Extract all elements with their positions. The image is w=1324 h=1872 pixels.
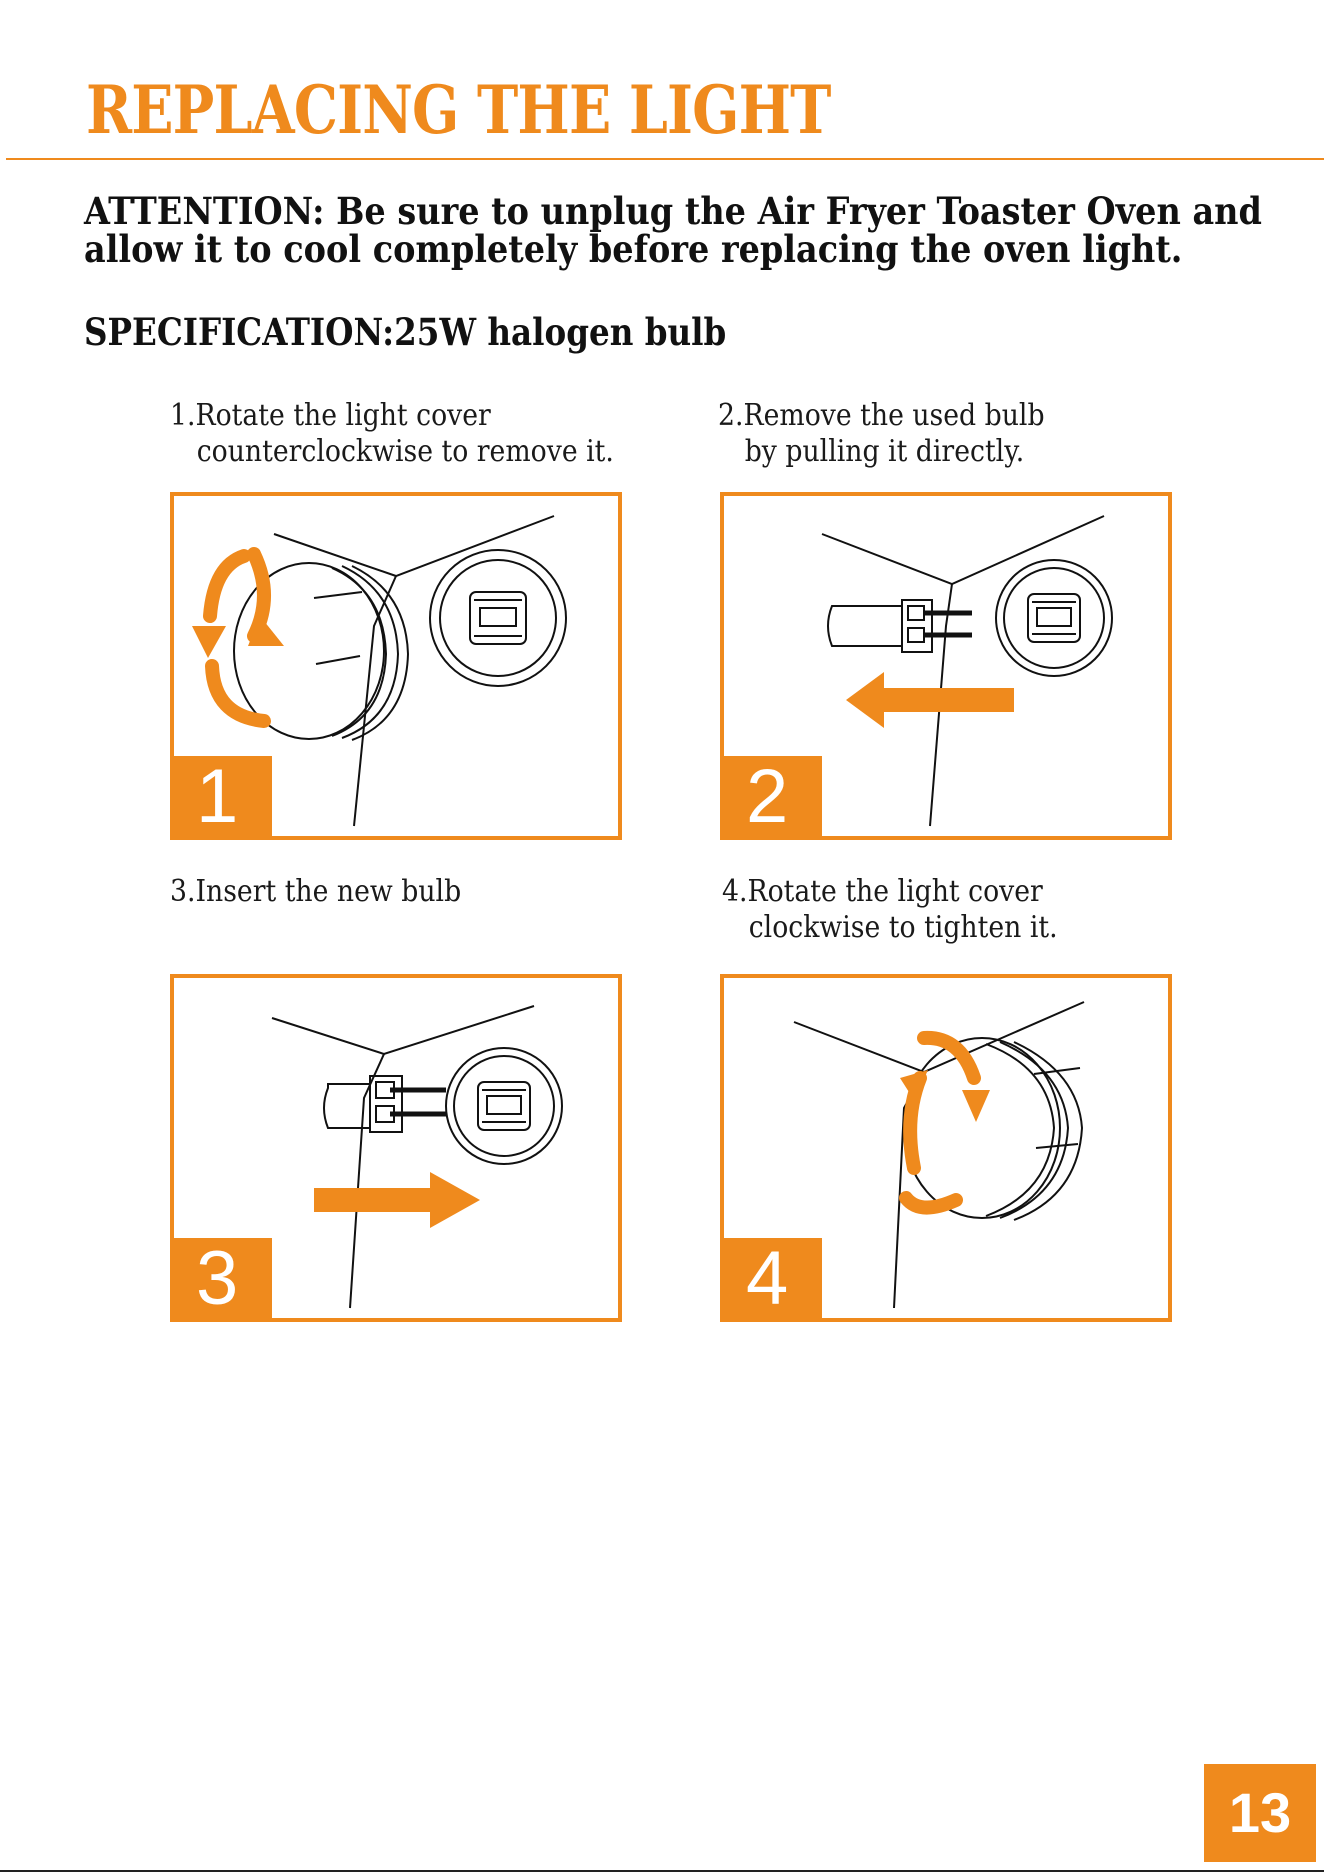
step-2-caption: 2.Remove the used bulb by pulling it dir…: [718, 398, 1045, 470]
step-4-caption-line-2: clockwise to tighten it.: [748, 910, 1058, 945]
step-3-caption: 3.Insert the new bulb: [170, 874, 461, 910]
title-divider: [6, 158, 1324, 160]
step-2-illustration: 2: [720, 492, 1172, 840]
specification: SPECIFICATION:25W halogen bulb: [84, 310, 727, 354]
rotate-cover-counterclockwise-icon: [192, 515, 567, 827]
step-1-illustration: 1: [170, 492, 622, 840]
step-3-badge: 3: [174, 1238, 272, 1318]
step-3-caption-line-1: 3.Insert the new bulb: [170, 874, 462, 909]
bottom-divider: [0, 1870, 1324, 1872]
page-title: REPLACING THE LIGHT: [86, 71, 831, 149]
page-number: 13: [1204, 1764, 1316, 1862]
step-4-caption-line-1: 4.Rotate the light cover: [722, 874, 1043, 909]
rotate-cover-clockwise-icon: [793, 1001, 1085, 1309]
step-4-caption: 4.Rotate the light cover clockwise to ti…: [722, 874, 1058, 946]
step-1-badge: 1: [174, 756, 272, 836]
attention-notice: ATTENTION: Be sure to unplug the Air Fry…: [84, 192, 1262, 268]
step-2-caption-line-1: 2.Remove the used bulb: [718, 398, 1045, 433]
step-1-caption: 1.Rotate the light cover counterclockwis…: [170, 398, 614, 470]
step-1-caption-line-1: 1.Rotate the light cover: [170, 398, 491, 433]
step-4-illustration: 4: [720, 974, 1172, 1322]
attention-line-1: ATTENTION: Be sure to unplug the Air Fry…: [84, 189, 1262, 233]
step-1-caption-line-2: counterclockwise to remove it.: [196, 434, 614, 469]
step-2-caption-line-2: by pulling it directly.: [744, 434, 1025, 469]
step-2-badge: 2: [724, 756, 822, 836]
pull-bulb-out-icon: [821, 515, 1113, 827]
step-3-illustration: 3: [170, 974, 622, 1322]
insert-bulb-icon: [271, 1005, 563, 1309]
step-4-badge: 4: [724, 1238, 822, 1318]
attention-line-2: allow it to cool completely before repla…: [84, 227, 1183, 271]
